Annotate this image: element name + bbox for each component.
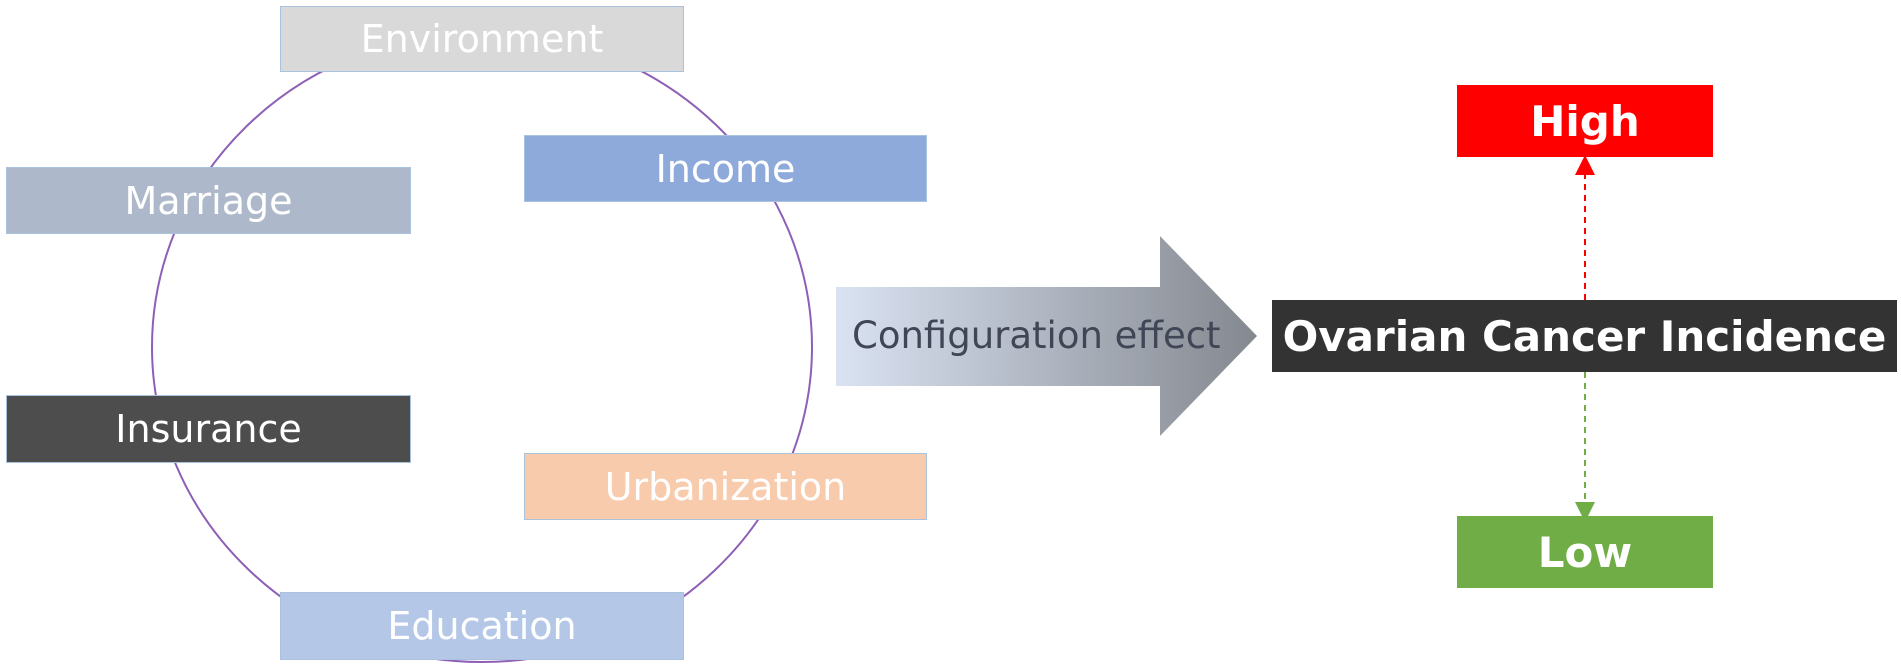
configuration-effect-arrow	[836, 236, 1257, 436]
incidence-high-box: High	[1457, 85, 1713, 157]
factor-environment: Environment	[280, 6, 684, 72]
ovarian-cancer-incidence-box: Ovarian Cancer Incidence	[1272, 300, 1897, 372]
factor-urbanization: Urbanization	[524, 453, 927, 520]
factor-education: Education	[280, 592, 684, 660]
configuration-effect-label: Configuration effect	[852, 313, 1221, 357]
factor-marriage: Marriage	[6, 167, 411, 234]
incidence-low-box: Low	[1457, 516, 1713, 588]
factor-income: Income	[524, 135, 927, 202]
factor-insurance: Insurance	[6, 395, 411, 463]
factor-cycle-ring	[151, 31, 813, 663]
